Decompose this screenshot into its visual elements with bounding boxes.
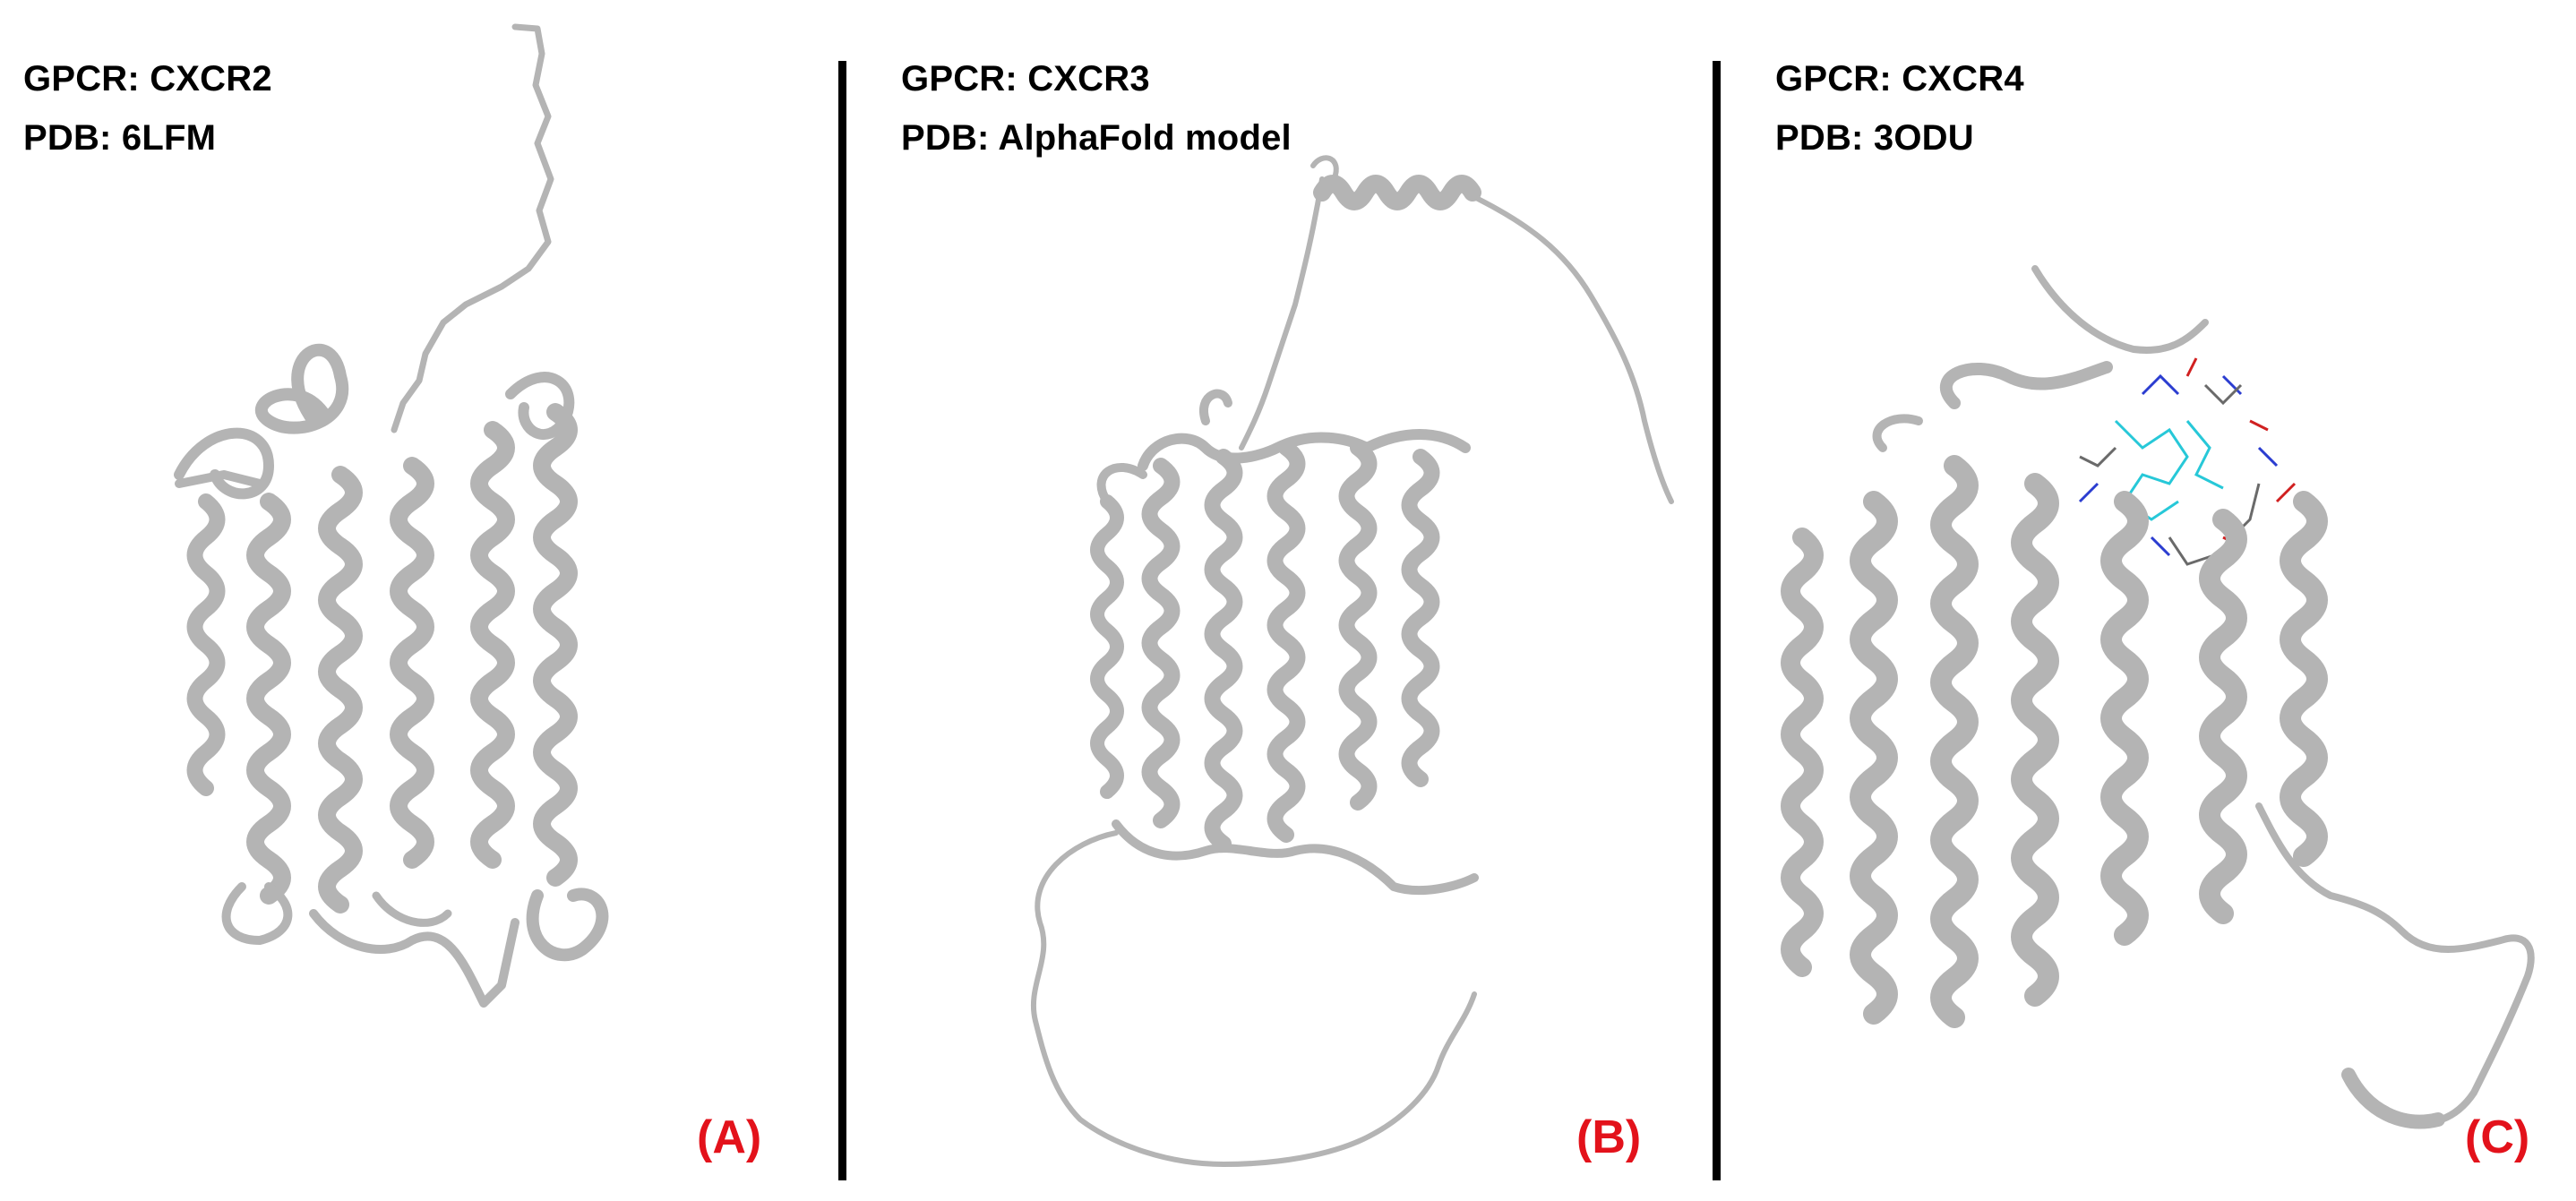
panel-b-pdb-label: PDB: AlphaFold model: [901, 118, 1292, 158]
panel-c-gpcr-label: GPCR: CXCR4: [1775, 59, 2024, 99]
panel-a: GPCR: CXCR2 PDB: 6LFM (A): [0, 0, 842, 1201]
panel-c-protein-structure: [1781, 265, 2535, 1129]
panel-b-protein-structure: [1030, 155, 1674, 1167]
divider-2: [1713, 61, 1721, 1180]
panel-a-tag: (A): [697, 1111, 762, 1163]
panel-a-gpcr-label: GPCR: CXCR2: [23, 59, 272, 99]
divider-1: [838, 61, 846, 1180]
panel-b-gpcr-label: GPCR: CXCR3: [901, 59, 1150, 99]
panel-b-tag: (B): [1576, 1111, 1642, 1163]
panel-c-tag: (C): [2465, 1111, 2530, 1163]
panel-c: GPCR: CXCR4 PDB: 3ODU (C): [1722, 0, 2576, 1201]
panel-c-ligand-sticks: [2078, 357, 2297, 566]
panel-c-pdb-label: PDB: 3ODU: [1775, 118, 1974, 158]
panel-a-pdb-label: PDB: 6LFM: [23, 118, 217, 158]
panel-b: GPCR: CXCR3 PDB: AlphaFold model (B): [847, 0, 1716, 1201]
panel-a-protein-structure: [174, 23, 609, 1008]
